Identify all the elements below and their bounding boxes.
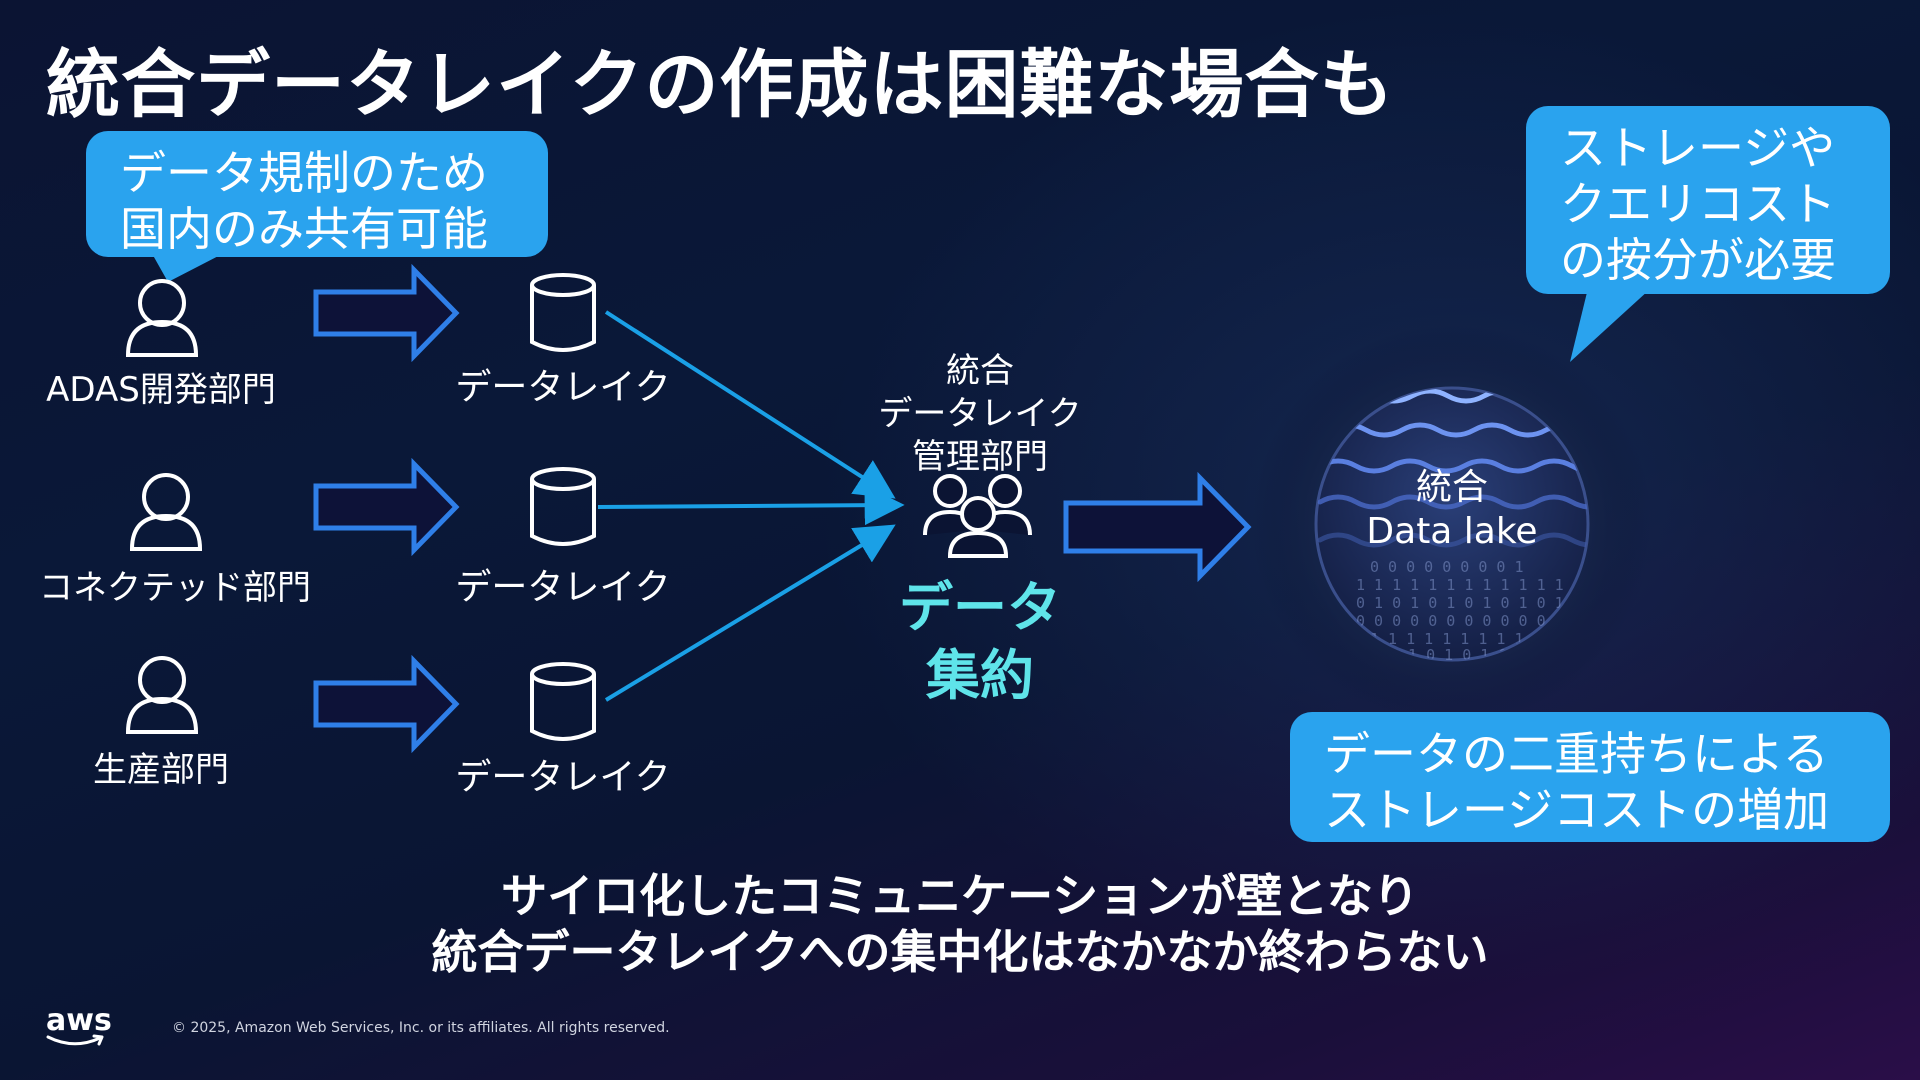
callout-line: クエリコスト xyxy=(1560,177,1836,231)
group-icon xyxy=(923,474,1032,558)
data-lake-sphere-icon: 0 0 0 0 0 0 0 0 1 1 1 1 1 1 1 1 1 1 1 1 … xyxy=(1252,324,1652,724)
aws-logo: aws xyxy=(46,1006,112,1048)
block-arrow xyxy=(313,263,460,363)
data-aggregation-emphasis: データ 集約 xyxy=(860,574,1100,710)
svg-text:0 1 0 1 0 1 0 1 0 1 0 1: 0 1 0 1 0 1 0 1 0 1 0 1 xyxy=(1356,594,1564,612)
person-icon xyxy=(125,279,199,357)
block-arrow xyxy=(313,654,460,754)
central-team-label-line: 管理部門 xyxy=(912,437,1048,477)
unified-lake-label-line: 統合 xyxy=(1415,467,1488,508)
callout-cost-allocation: ストレージや クエリコスト の按分が必要 xyxy=(1526,106,1890,294)
svg-text:1 1 1 1 1 1 1 1 1 1: 1 1 1 1 1 1 1 1 1 1 xyxy=(1370,630,1542,648)
datalake-label: データレイク xyxy=(455,757,671,798)
callout-line: データの二重持ちによる xyxy=(1324,727,1829,781)
central-team-label: 統合 データレイク 管理部門 xyxy=(860,350,1100,479)
database-icon xyxy=(530,662,596,741)
callout-tail-cost-allocation xyxy=(1570,280,1660,362)
database-icon xyxy=(530,467,596,546)
flow-arrow xyxy=(604,524,896,702)
emphasis-line: 集約 xyxy=(926,644,1034,707)
flow-arrow xyxy=(604,310,896,499)
callout-line: ストレージコストの増加 xyxy=(1324,783,1830,837)
callout-line: ストレージや xyxy=(1560,121,1836,175)
callout-line: 国内のみ共有可能 xyxy=(120,202,488,256)
aws-smile-icon xyxy=(46,1034,104,1046)
person-icon xyxy=(125,656,199,734)
slide-title: 統合データレイクの作成は困難な場合も xyxy=(46,42,1395,128)
bottom-message-line: サイロ化したコミュニケーションが壁となり xyxy=(501,869,1419,923)
copyright-notice: © 2025, Amazon Web Services, Inc. or its… xyxy=(172,1020,670,1036)
datalake-label: データレイク xyxy=(455,567,671,608)
department-label-production: 生産部門 xyxy=(93,750,229,790)
svg-text:0 0 0 0 0 0 0 0 0 0 0 0: 0 0 0 0 0 0 0 0 0 0 0 0 xyxy=(1356,612,1564,630)
callout-line: データ規制のため xyxy=(120,146,488,200)
unified-lake-label-line: Data lake xyxy=(1366,511,1538,552)
bottom-message-line: 統合データレイクへの集中化はなかなか終わらない xyxy=(431,925,1489,979)
unified-lake-label: 統合 Data lake xyxy=(1332,466,1572,554)
callout-regulation: データ規制のため 国内のみ共有可能 xyxy=(86,131,548,257)
flow-arrow xyxy=(597,485,905,526)
bottom-message: サイロ化したコミュニケーションが壁となり 統合データレイクへの集中化はなかなか終… xyxy=(0,868,1920,980)
database-icon xyxy=(530,273,596,352)
datalake-label: データレイク xyxy=(455,367,671,408)
department-label-adas: ADAS開発部門 xyxy=(46,370,276,410)
central-team-label-line: 統合 xyxy=(946,351,1014,391)
emphasis-line: データ xyxy=(899,576,1061,639)
aws-logo-text: aws xyxy=(46,1003,112,1038)
block-arrow xyxy=(313,457,460,557)
callout-storage-cost: データの二重持ちによる ストレージコストの増加 xyxy=(1290,712,1890,842)
central-team-label-line: データレイク xyxy=(878,394,1082,434)
svg-text:0 0 0 0 0 0 0 0 1: 0 0 0 0 0 0 0 0 1 xyxy=(1370,558,1524,576)
department-label-connected: コネクテッド部門 xyxy=(39,568,311,608)
callout-tail-regulation xyxy=(150,250,230,282)
block-arrow-large xyxy=(1063,471,1252,583)
person-icon xyxy=(129,473,203,551)
svg-text:1 1 1 1 1 1 1 1 1 1 1 1: 1 1 1 1 1 1 1 1 1 1 1 1 xyxy=(1356,576,1564,594)
callout-line: の按分が必要 xyxy=(1560,233,1836,287)
